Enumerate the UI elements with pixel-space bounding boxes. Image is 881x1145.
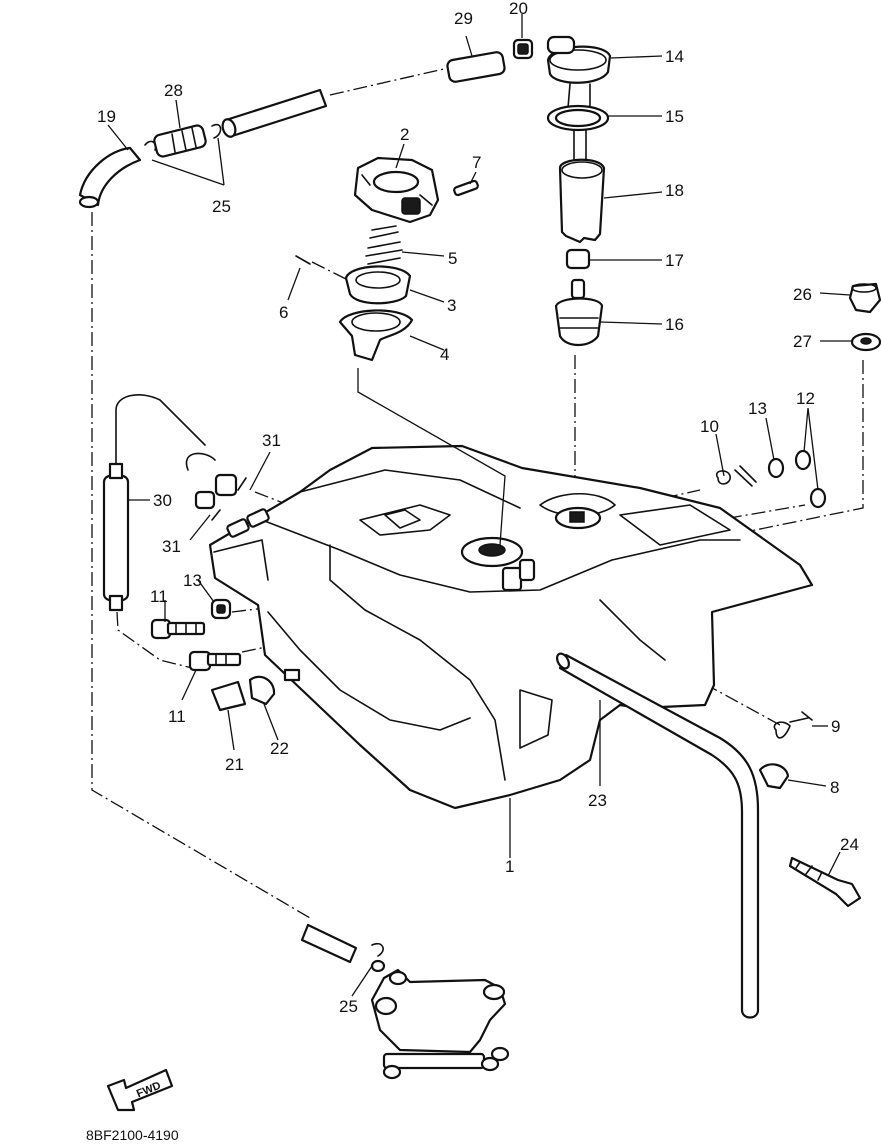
- callout-28: 28: [164, 81, 183, 100]
- callout-8: 8: [830, 778, 839, 797]
- callout-23: 23: [588, 791, 607, 810]
- right-hardware: [715, 282, 881, 908]
- callout-19: 19: [97, 107, 116, 126]
- fuel-cock: [300, 923, 510, 1080]
- callout-21: 21: [225, 755, 244, 774]
- left-hardware: [102, 394, 276, 712]
- callout-7: 7: [472, 153, 481, 172]
- callout-22: 22: [270, 739, 289, 758]
- callout-27: 27: [793, 332, 812, 351]
- callout-1: 1: [505, 857, 514, 876]
- fwd-arrow-icon: FWD: [106, 1068, 174, 1112]
- callout-20: 20: [509, 0, 528, 18]
- callout-29: 29: [454, 9, 473, 28]
- callout-25-upper: 25: [212, 197, 231, 216]
- callout-24: 24: [840, 835, 859, 854]
- fuel-pump-assembly: [546, 35, 612, 347]
- callout-15: 15: [665, 107, 684, 126]
- callout-16: 16: [665, 315, 684, 334]
- callout-13-left: 13: [183, 571, 202, 590]
- callout-11-upper: 11: [150, 587, 168, 606]
- callout-26: 26: [793, 285, 812, 304]
- callout-2: 2: [400, 125, 409, 144]
- callout-10: 10: [700, 417, 719, 436]
- diagram-reference-code: 8BF2100-4190: [86, 1127, 179, 1143]
- callout-11-lower: 11: [168, 707, 186, 726]
- callout-25-lower: 25: [339, 997, 358, 1016]
- callout-30: 30: [153, 491, 172, 510]
- fuel-pipe: [556, 652, 760, 1019]
- callout-12: 12: [796, 389, 815, 408]
- callout-6: 6: [279, 303, 288, 322]
- callout-3: 3: [447, 296, 456, 315]
- filler-cap-assembly: [295, 156, 506, 546]
- callout-18: 18: [665, 181, 684, 200]
- callout-4: 4: [440, 345, 449, 364]
- callout-numbers: 29 20 14 15 18 17 16 26 27 19 28 25 2 7 …: [97, 0, 859, 1016]
- fuel-tank: [208, 444, 814, 810]
- callout-17: 17: [665, 251, 684, 270]
- callout-14: 14: [665, 47, 684, 66]
- callout-31-upper: 31: [262, 431, 281, 450]
- upper-hose-assembly: [78, 38, 534, 209]
- callout-13-right: 13: [748, 399, 767, 418]
- callout-31-lower: 31: [162, 537, 181, 556]
- callout-9: 9: [831, 717, 840, 736]
- callout-leaders: [107, 14, 852, 997]
- callout-5: 5: [448, 249, 457, 268]
